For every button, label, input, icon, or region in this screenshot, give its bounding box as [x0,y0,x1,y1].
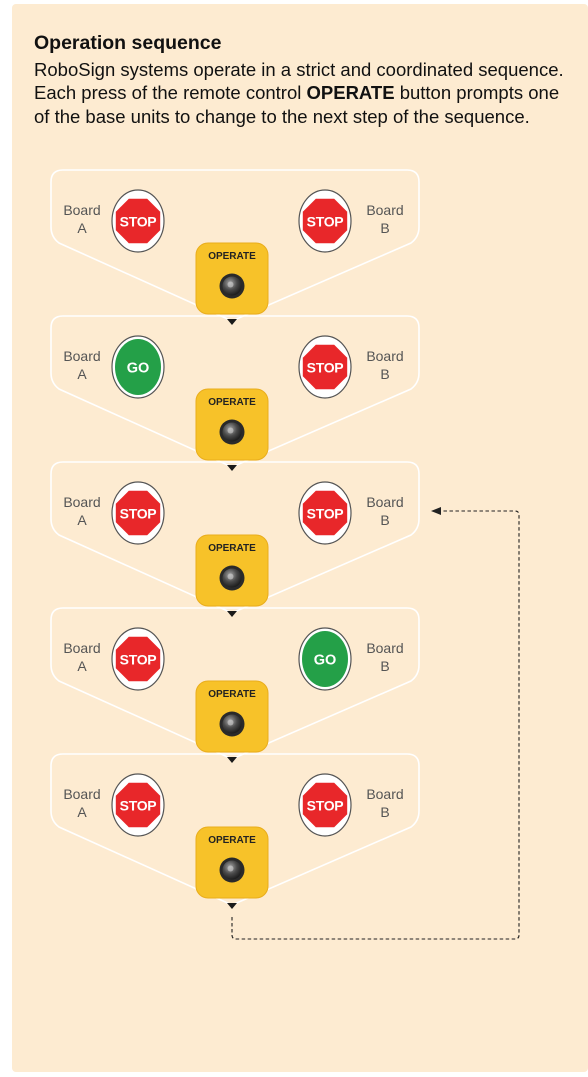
board-a-stop-sign: STOP [111,773,165,837]
step-arrow-down [227,757,237,763]
board-a-stop-sign: STOP [111,189,165,253]
stop-octagon [115,636,161,682]
operate-button: OPERATE [195,534,269,607]
board-word: Board [366,786,403,802]
board-letter: A [77,658,87,674]
operate-button-label: OPERATE [208,397,256,408]
board-word: Board [366,640,403,656]
step-outline [50,461,420,614]
stop-octagon [115,198,161,244]
operate-knob-highlight [227,865,234,872]
board-b-stop-sign: STOP [298,481,352,545]
stop-octagon [302,490,348,536]
sign-label: STOP [120,506,157,522]
stop-octagon [302,344,348,390]
go-disc [115,339,161,395]
stop-octagon [115,490,161,536]
board-word: Board [366,494,403,510]
operate-button-label: OPERATE [208,251,256,262]
step-outline [50,607,420,760]
operate-knob-highlight [227,281,234,288]
description-text-start: RoboSign systems operate in a strict and… [34,59,564,104]
operate-knob-highlight [227,719,234,726]
operate-button-label: OPERATE [208,543,256,554]
board-letter: B [380,366,389,382]
description-text-end: button prompts one of the base units to … [34,82,560,127]
step-arrow-down [227,319,237,325]
board-letter: B [380,804,389,820]
operate-button-label: OPERATE [208,835,256,846]
sign-label: GO [127,361,150,377]
board-letter: A [77,512,87,528]
step-outline [50,753,420,906]
sign-label: STOP [307,506,344,522]
board-letter: B [380,658,389,674]
sign-label: STOP [120,652,157,668]
sign-label: GO [314,653,337,669]
board-word: Board [63,202,100,218]
sign-label: STOP [307,798,344,814]
board-letter: A [77,220,87,236]
board-b-go-sign: GO [298,627,352,691]
operate-button: OPERATE [195,680,269,753]
loop-back-arrowhead [431,507,441,515]
board-b-stop-sign: STOP [298,189,352,253]
panel-background [12,4,588,1072]
board-word: Board [366,202,403,218]
sign-label: STOP [120,214,157,230]
sign-label: STOP [307,214,344,230]
operate-button: OPERATE [195,826,269,899]
description-operate-keyword: OPERATE [306,82,395,104]
board-a-go-sign: GO [111,335,165,399]
step-outline [50,169,420,322]
step-arrow-down [227,611,237,617]
operate-knob-highlight [227,573,234,580]
board-letter: A [77,804,87,820]
board-letter: B [380,512,389,528]
section-title: Operation sequence [34,32,222,54]
board-b-stop-sign: STOP [298,335,352,399]
loop-back-connector [231,510,520,940]
operate-button-label: OPERATE [208,689,256,700]
section-description: RoboSign systems operate in a strict and… [34,58,569,128]
stop-octagon [302,198,348,244]
operate-button: OPERATE [195,242,269,315]
board-a-stop-sign: STOP [111,481,165,545]
operate-button: OPERATE [195,388,269,461]
sign-label: STOP [120,798,157,814]
board-a-stop-sign: STOP [111,627,165,691]
board-word: Board [366,348,403,364]
step-outline [50,315,420,468]
board-letter: A [77,366,87,382]
board-word: Board [63,640,100,656]
operate-knob-highlight [227,427,234,434]
board-letter: B [380,220,389,236]
stop-octagon [302,782,348,828]
stop-octagon [115,782,161,828]
step-arrow-down [227,465,237,471]
board-word: Board [63,494,100,510]
board-word: Board [63,348,100,364]
go-disc [302,631,348,687]
sign-label: STOP [307,360,344,376]
board-b-stop-sign: STOP [298,773,352,837]
board-word: Board [63,786,100,802]
step-arrow-down [227,903,237,909]
